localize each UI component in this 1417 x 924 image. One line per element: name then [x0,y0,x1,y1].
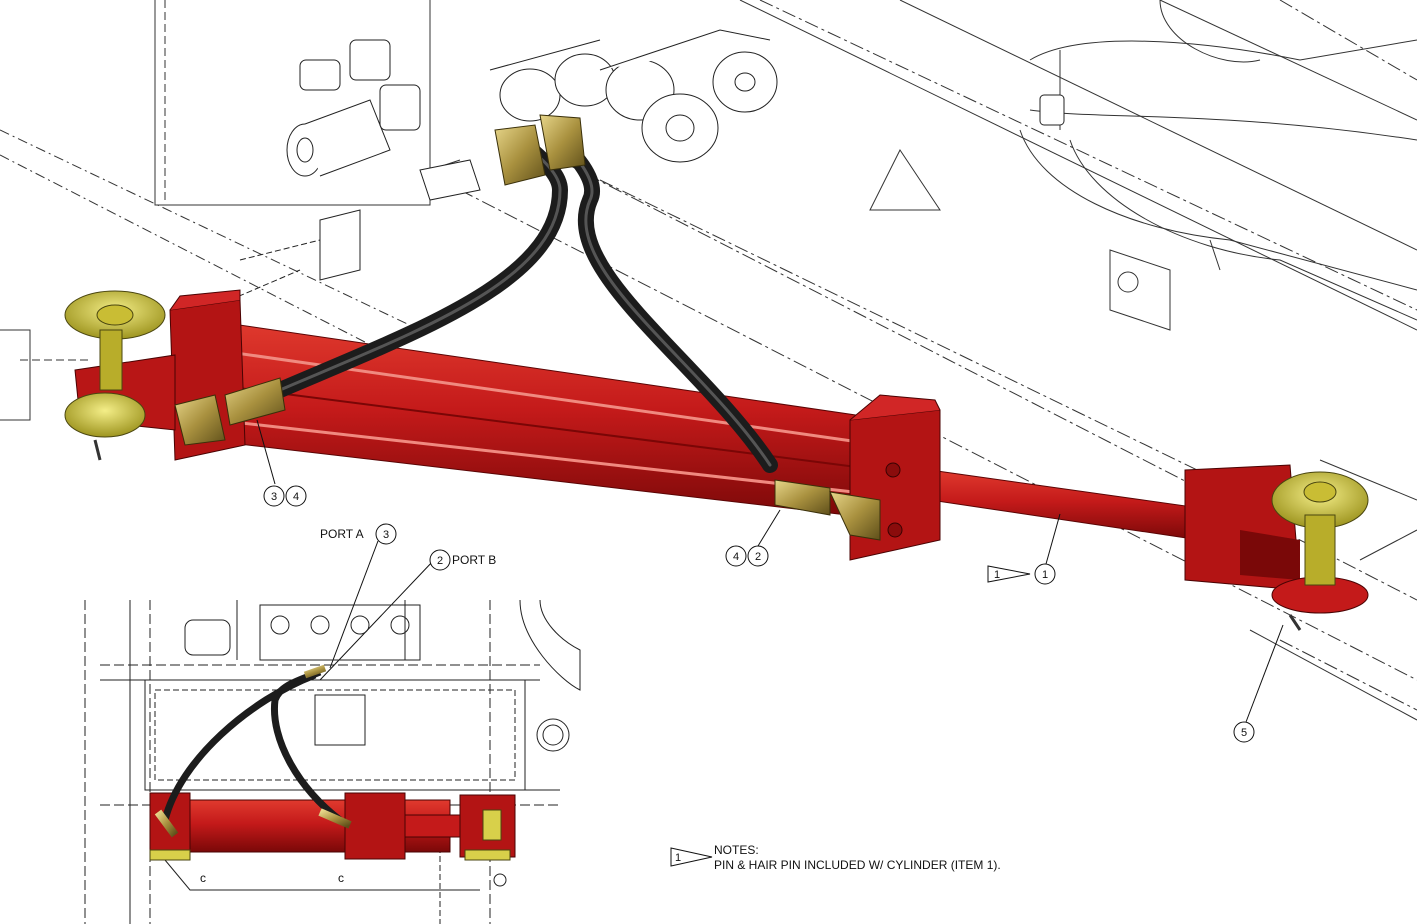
balloon-2-rod: 2 [747,545,769,567]
balloon-4-rod: 4 [725,545,747,567]
svg-text:1: 1 [1042,569,1048,581]
inset-view: c c [84,599,581,924]
balloon-4-main: 4 [285,485,307,507]
svg-text:2: 2 [755,551,761,563]
notes-block: NOTES: PIN & HAIR PIN INCLUDED W/ CYLIND… [714,843,1001,873]
clevis-pins [64,290,1369,631]
hydraulic-cylinder [74,289,1301,591]
balloon-1: 1 [1034,563,1056,585]
rear-pin-bottom [64,392,146,438]
svg-text:4: 4 [293,491,299,503]
svg-text:1: 1 [994,569,1000,581]
note-flag-1: 1 [987,565,1031,583]
hose-fittings [174,114,881,541]
balloon-5: 5 [1233,721,1255,743]
inset-tick-c2: c [338,871,344,885]
svg-text:2: 2 [437,555,443,567]
notes-heading: NOTES: [714,843,759,857]
svg-text:3: 3 [383,529,389,541]
inset-hose-b [270,668,343,823]
svg-text:4: 4 [733,551,739,563]
note-flag-notes: 1 [670,847,713,867]
notes-line-1: PIN & HAIR PIN INCLUDED W/ CYLINDER (ITE… [714,858,1001,872]
svg-text:1: 1 [675,852,681,864]
balloon-port-b: 2 [429,549,451,571]
port-b-label: PORT B [452,553,496,567]
inset-tick-c1: c [200,871,206,885]
valve-bank-outline [229,29,1065,301]
cylinder-rod [929,469,1201,541]
port-a-label: PORT A [320,527,364,541]
hydraulic-hoses [272,132,778,473]
balloon-port-a: 3 [375,523,397,545]
svg-text:3: 3 [271,491,277,503]
svg-text:5: 5 [1241,727,1247,739]
balloon-3-main: 3 [263,485,285,507]
